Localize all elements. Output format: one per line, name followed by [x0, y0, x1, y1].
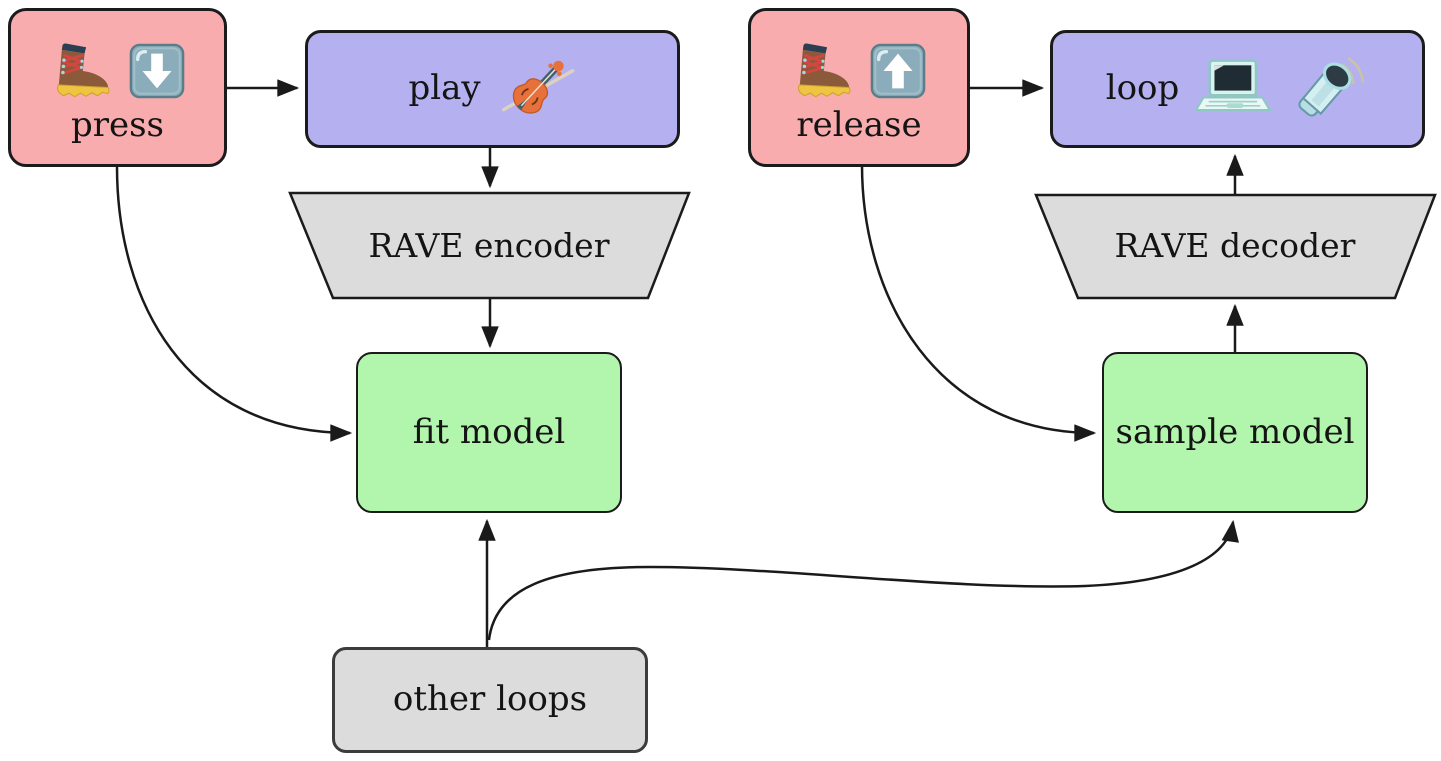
laptop-icon — [1195, 55, 1275, 123]
node-release-label: release — [796, 104, 922, 145]
node-press-label: press — [70, 104, 165, 145]
node-press: press — [8, 8, 227, 167]
up-arrow-button-icon — [869, 42, 927, 100]
node-loop: loop — [1050, 30, 1425, 148]
node-other-loops: other loops — [332, 647, 648, 753]
press-icon-row — [50, 40, 186, 102]
node-sample-model: sample model — [1102, 352, 1368, 513]
down-arrow-button-icon — [128, 42, 186, 100]
node-fit-model-label: fit model — [412, 411, 566, 452]
release-icon-row — [791, 40, 927, 102]
node-sample-model-label: sample model — [1115, 411, 1355, 452]
node-fit-model: fit model — [356, 352, 622, 513]
edge-press-to-fit-model — [115, 166, 353, 442]
hiking-boot-icon — [50, 40, 116, 102]
node-loop-label: loop — [1105, 68, 1180, 109]
rave-decoder-shape — [1034, 193, 1437, 300]
node-other-loops-label: other loops — [392, 679, 588, 720]
edge-release-to-sample-model — [860, 164, 1097, 442]
node-play-label: play — [408, 68, 481, 109]
node-release: release — [748, 8, 970, 167]
edge-other-loops-to-sample-model — [487, 519, 1239, 641]
rave-encoder-shape — [288, 191, 691, 300]
node-play: play — [305, 30, 680, 148]
violin-icon — [497, 49, 577, 129]
loudspeaker-icon — [1291, 55, 1369, 123]
hiking-boot-icon — [791, 40, 857, 102]
